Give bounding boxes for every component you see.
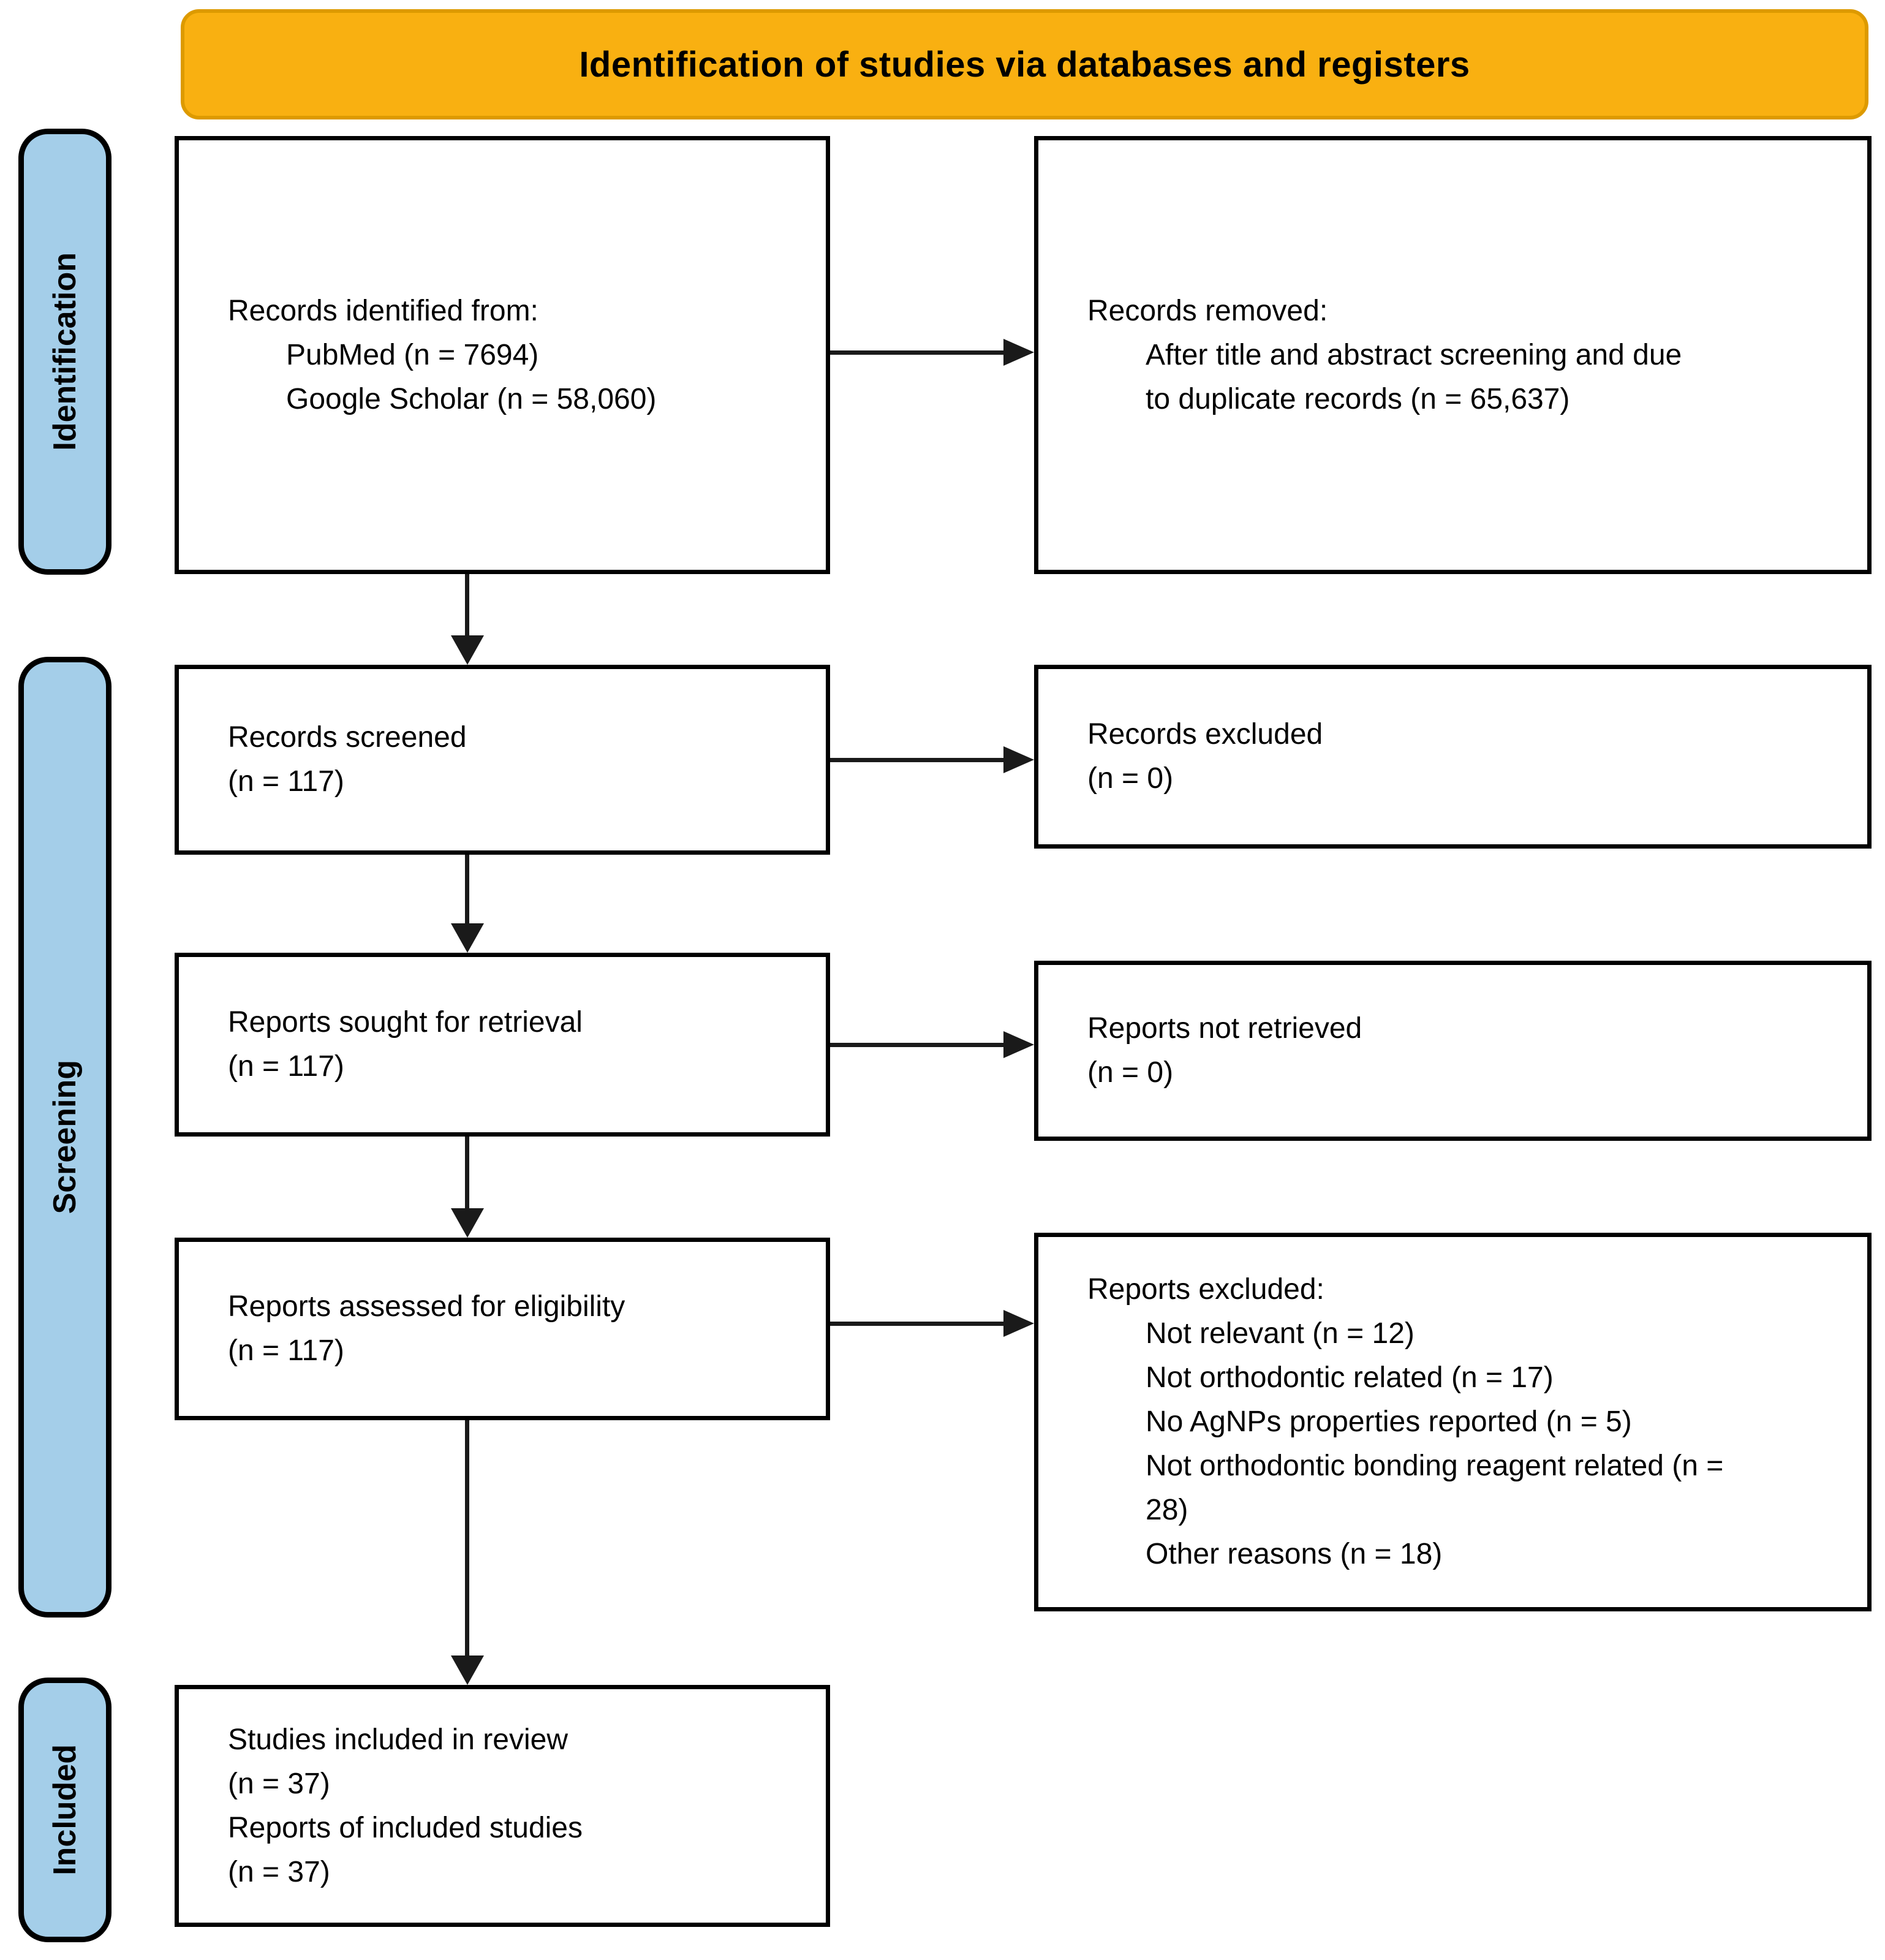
box-records-removed: Records removed: After title and abstrac… [1034,136,1872,574]
arrowhead-down-icon [451,635,484,665]
reports-excluded-reason: Not orthodontic bonding reagent related … [1146,1450,1724,1526]
arrowhead-down-icon [451,923,484,953]
arrowhead-down-icon [451,1208,484,1238]
arrow-line [465,855,469,925]
reports-assessed-text: Reports assessed for eligibility [228,1290,625,1323]
banner: Identification of studies via databases … [181,9,1868,119]
studies-included-text: Studies included in review [228,1723,568,1756]
records-screened-text: Records screened [228,721,467,754]
arrow-line [830,1043,1007,1047]
box-reports-excluded: Reports excluded: Not relevant (n = 12) … [1034,1233,1872,1611]
records-identified-heading: Records identified from: [228,294,538,327]
arrow-line [830,350,1007,355]
box-records-screened: Records screened (n = 117) [175,665,830,855]
box-studies-included: Studies included in review (n = 37) Repo… [175,1685,830,1927]
arrowhead-right-icon [1003,1031,1034,1058]
stage-label-included-text: Included [47,1744,83,1875]
box-records-excluded: Records excluded (n = 0) [1034,665,1872,849]
arrowhead-right-icon [1003,746,1034,773]
banner-title: Identification of studies via databases … [579,44,1470,85]
reports-sought-text: Reports sought for retrieval [228,1006,583,1039]
stage-label-screening: Screening [18,657,111,1618]
records-identified-item: PubMed (n = 7694) [286,338,539,371]
records-removed-heading: Records removed: [1087,294,1328,327]
box-reports-not-retrieved: Reports not retrieved (n = 0) [1034,961,1872,1141]
reports-excluded-reason: Other reasons (n = 18) [1146,1538,1443,1570]
stage-label-identification: Identification [18,129,111,575]
arrow-line [465,574,469,637]
stage-label-identification-text: Identification [47,252,83,451]
reports-excluded-reason: Not orthodontic related (n = 17) [1146,1361,1554,1394]
records-screened-count: (n = 117) [228,765,344,798]
reports-not-retrieved-count: (n = 0) [1087,1056,1174,1089]
stage-label-screening-text: Screening [47,1060,83,1214]
box-reports-sought: Reports sought for retrieval (n = 117) [175,953,830,1137]
arrow-line [465,1137,469,1209]
records-removed-item: After title and abstract screening and d… [1146,338,1682,415]
reports-not-retrieved-text: Reports not retrieved [1087,1012,1362,1045]
arrowhead-down-icon [451,1655,484,1685]
records-excluded-text: Records excluded [1087,718,1323,751]
records-excluded-count: (n = 0) [1087,762,1174,795]
reports-excluded-heading: Reports excluded: [1087,1273,1324,1306]
records-identified-item: Google Scholar (n = 58,060) [286,382,657,415]
arrow-line [830,1322,1007,1326]
arrow-line [830,758,1007,762]
reports-included-count: (n = 37) [228,1855,330,1888]
box-records-identified: Records identified from: PubMed (n = 769… [175,136,830,574]
arrowhead-right-icon [1003,339,1034,366]
arrow-line [465,1420,469,1657]
reports-excluded-reason: Not relevant (n = 12) [1146,1317,1415,1350]
stage-label-included: Included [18,1678,111,1942]
studies-included-count: (n = 37) [228,1767,330,1800]
box-reports-assessed: Reports assessed for eligibility (n = 11… [175,1238,830,1420]
reports-assessed-count: (n = 117) [228,1334,344,1367]
reports-included-text: Reports of included studies [228,1811,583,1844]
arrowhead-right-icon [1003,1310,1034,1337]
reports-excluded-reason: No AgNPs properties reported (n = 5) [1146,1406,1632,1438]
reports-sought-count: (n = 117) [228,1050,344,1083]
